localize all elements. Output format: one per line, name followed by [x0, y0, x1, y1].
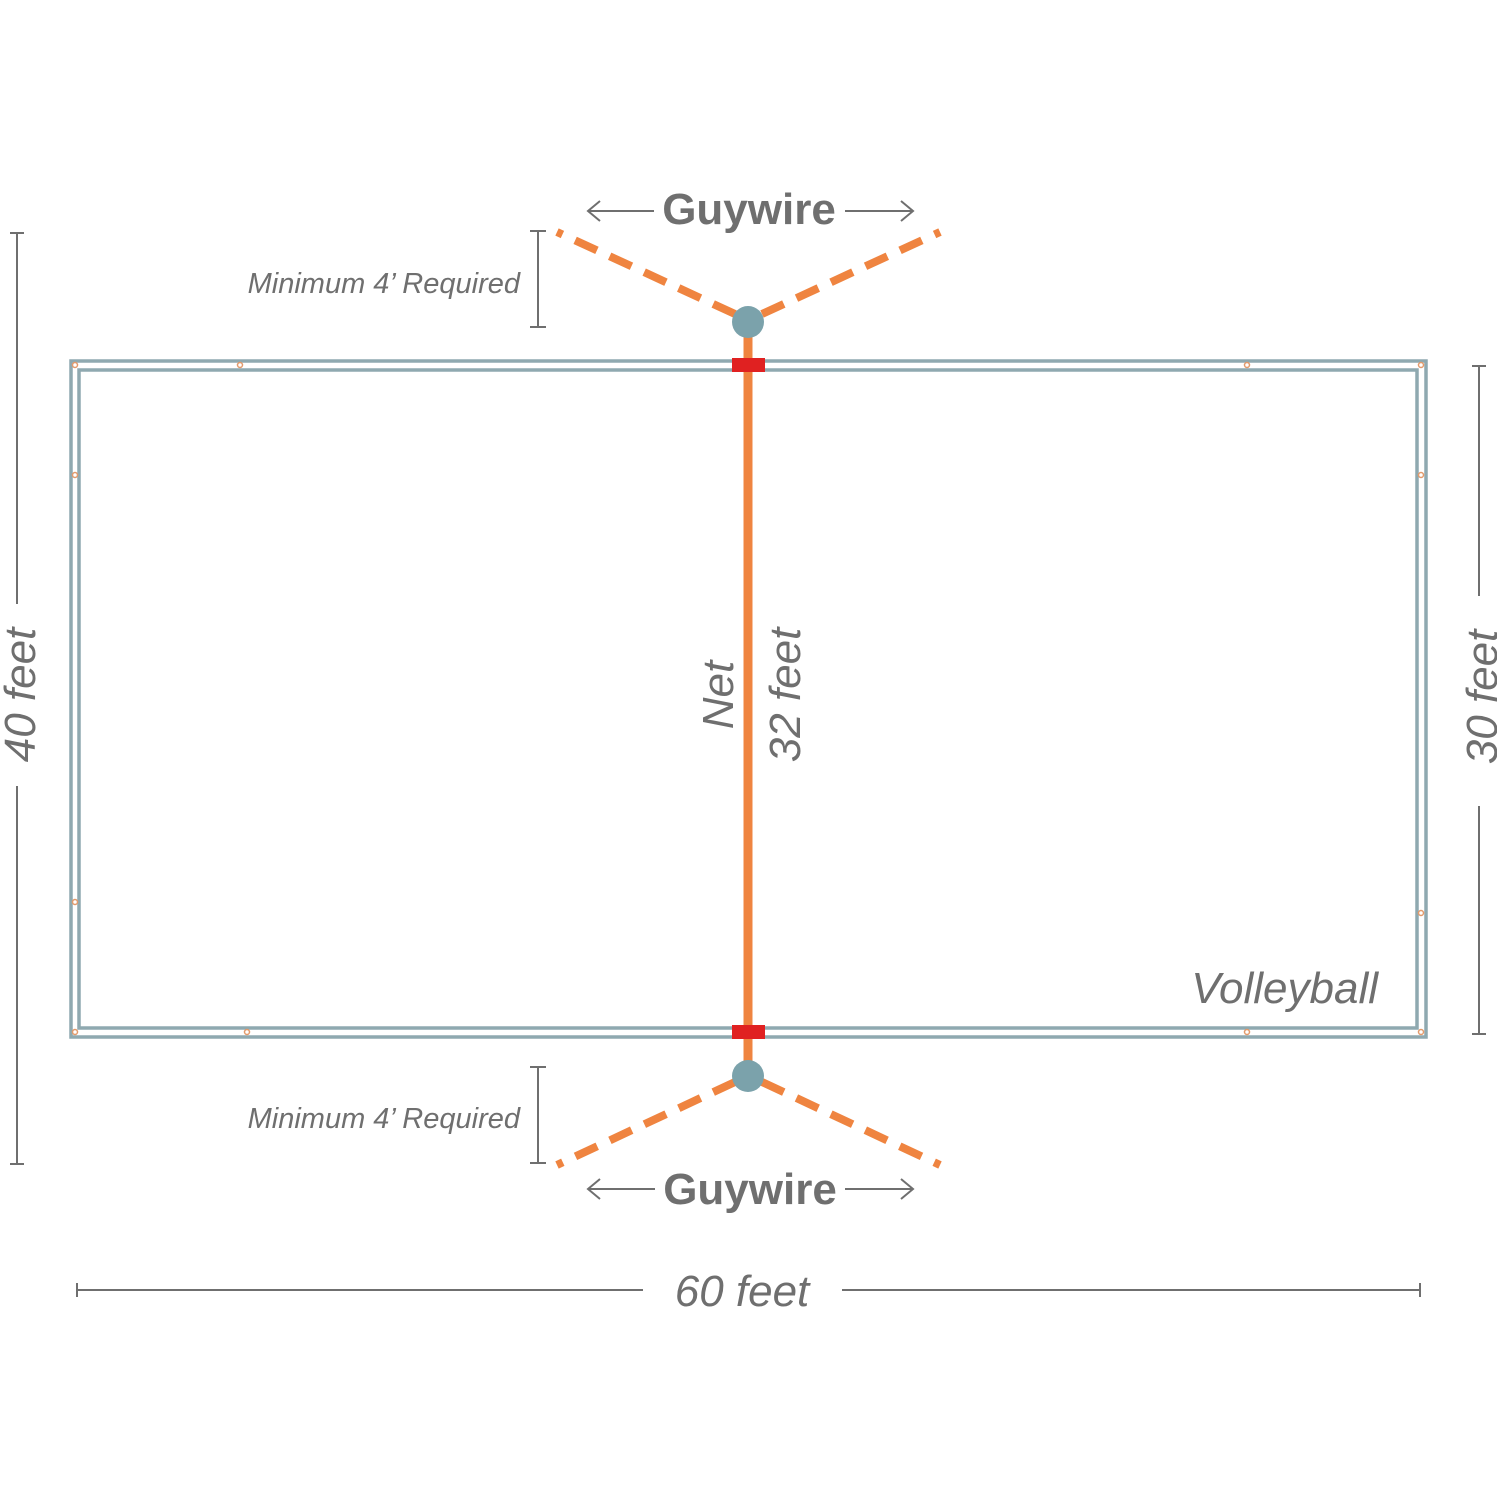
stake-marker — [1417, 909, 1425, 917]
stake-marker — [71, 898, 79, 906]
min-bracket-bottom — [530, 1066, 546, 1164]
stake-marker — [236, 361, 244, 369]
guywire-bottom-right — [760, 1078, 942, 1169]
clamp-bottom — [732, 1025, 765, 1039]
pole-top — [732, 306, 764, 338]
guywire-bottom-arrows — [586, 1178, 915, 1200]
stake-marker — [71, 471, 79, 479]
bottom-dimension-line — [76, 1283, 1421, 1297]
guywires — [555, 228, 942, 1169]
right-dimension-line — [1472, 365, 1486, 1035]
arrowhead-left-icon — [586, 200, 601, 222]
stake-marker — [71, 361, 79, 369]
stake-marker — [71, 1028, 79, 1036]
left-dimension-line — [10, 232, 24, 1165]
guywire-top-right — [760, 228, 942, 318]
guywire-top-arrows — [586, 200, 915, 222]
pole-bottom — [732, 1060, 764, 1092]
net-length-label: 32 feet — [761, 626, 810, 762]
left-dimension-label: 40 feet — [0, 626, 45, 762]
stake-marker — [1417, 361, 1425, 369]
min-required-label-bottom: Minimum 4’ Required — [248, 1103, 521, 1135]
stake-marker — [1417, 1028, 1425, 1036]
arrowhead-right-icon — [900, 200, 915, 222]
arrowhead-right-icon — [900, 1178, 915, 1200]
guywire-top-left — [555, 228, 737, 318]
guywire-label-top: Guywire — [662, 185, 836, 234]
stake-marker — [1243, 361, 1251, 369]
net-label: Net — [694, 659, 743, 729]
court-label: Volleyball — [1191, 964, 1379, 1013]
guywire-label-bottom: Guywire — [663, 1165, 837, 1214]
clamp-top — [732, 358, 765, 372]
arrowhead-left-icon — [586, 1178, 601, 1200]
stake-marker — [1417, 471, 1425, 479]
guywire-bottom-left — [555, 1078, 737, 1169]
stake-marker — [1243, 1028, 1251, 1036]
bottom-dimension-label: 60 feet — [675, 1267, 811, 1316]
min-bracket-top — [530, 230, 546, 328]
min-required-label-top: Minimum 4’ Required — [248, 268, 521, 300]
right-dimension-label: 30 feet — [1458, 628, 1497, 764]
stake-marker — [243, 1028, 251, 1036]
boundary-stakes — [71, 361, 1425, 1036]
